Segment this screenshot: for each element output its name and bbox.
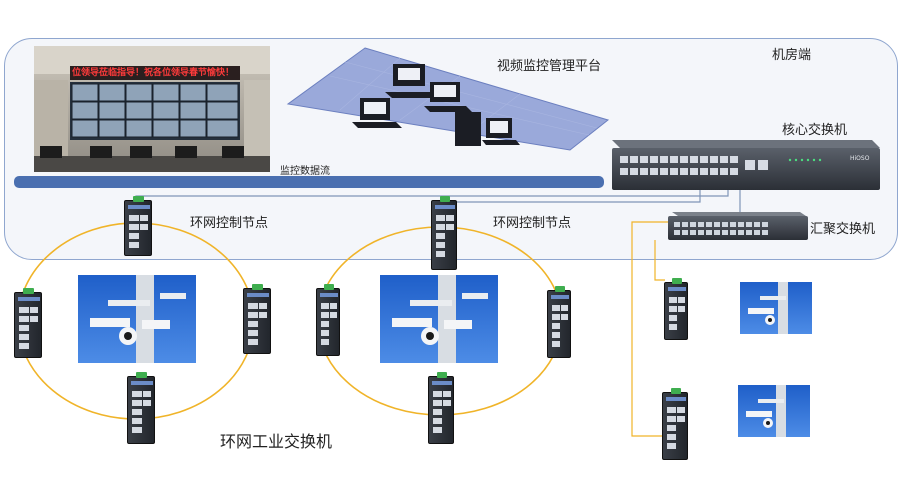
- camera-pole-photo: [78, 275, 196, 363]
- industrial-switch-icon: [14, 288, 42, 358]
- monitor-wall-photo: [34, 46, 270, 172]
- industrial-switch-icon: [547, 286, 571, 358]
- industrial-switch-icon: [127, 372, 155, 444]
- industrial-switch-icon: [431, 196, 457, 270]
- industrial-switch-icon: [316, 284, 340, 356]
- aggregation-cables: [631, 221, 668, 437]
- aggregation-switch-label: 汇聚交换机: [810, 222, 876, 237]
- industrial-switch-icon: [124, 196, 152, 256]
- platform-label: 视频监控管理平台: [497, 59, 602, 74]
- monitor-wall-banner: 位领导莅临指导！祝各位领导春节愉快！: [72, 68, 235, 78]
- industrial-switch-icon: [664, 278, 688, 340]
- industrial-switch-icon: [662, 388, 688, 460]
- machine-room-label: 机房端: [772, 48, 812, 63]
- ring-node-1-label: 环网控制节点: [190, 216, 269, 231]
- camera-pole-photo: [738, 385, 810, 437]
- data-flow-label: 监控数据流: [280, 166, 330, 177]
- workstation-network-icon: [286, 47, 610, 151]
- camera-pole-photo: [740, 282, 812, 334]
- aggregation-switch-icon: [668, 212, 808, 240]
- core-switch-label: 核心交换机: [782, 123, 848, 138]
- industrial-switch-icon: [243, 284, 271, 354]
- ring-switch-label: 环网工业交换机: [220, 432, 333, 451]
- core-switch-icon: HiOSO: [612, 140, 880, 190]
- industrial-switch-icon: [428, 372, 454, 444]
- svg-text:HiOSO: HiOSO: [850, 155, 870, 162]
- data-flow-bar: [14, 176, 604, 188]
- ring-node-2-label: 环网控制节点: [493, 216, 572, 231]
- camera-pole-photo: [380, 275, 498, 363]
